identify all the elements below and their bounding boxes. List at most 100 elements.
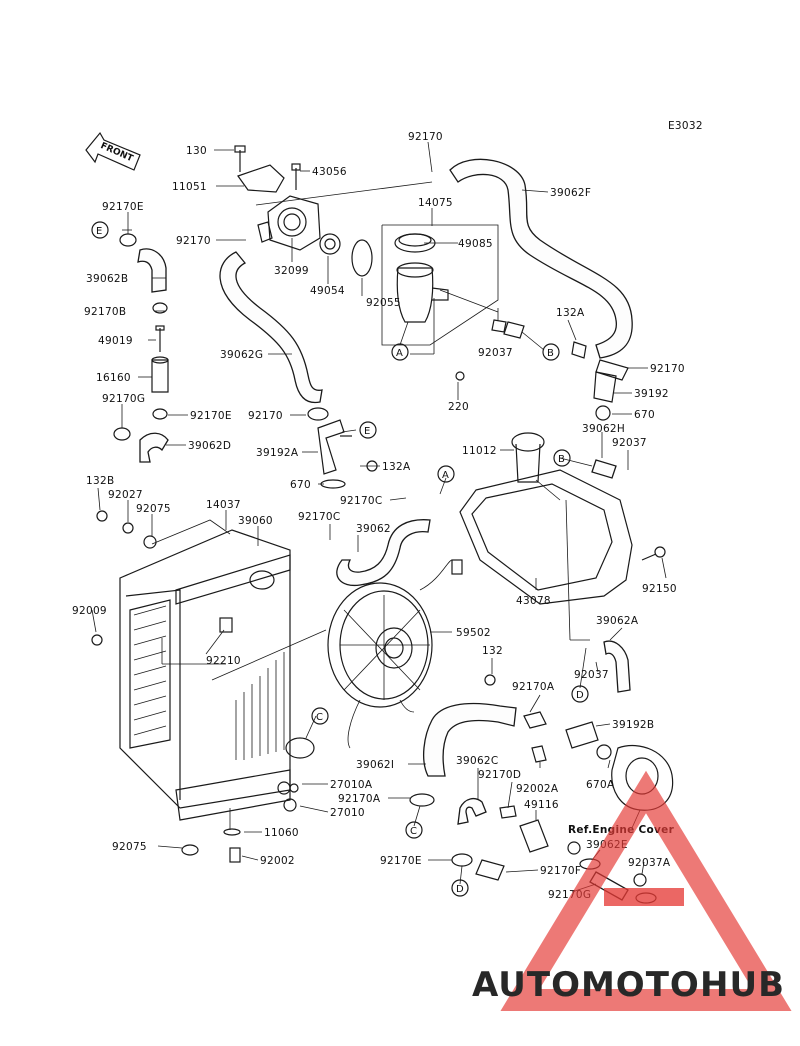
- part-label: 220: [448, 401, 469, 413]
- marker-D-2: D: [451, 879, 469, 897]
- marker-A-2: A: [437, 465, 455, 483]
- marker-C-2: C: [405, 821, 423, 839]
- marker-label: A: [442, 470, 449, 481]
- hose-39062: [336, 519, 431, 587]
- part-label: 39060: [238, 515, 273, 527]
- part-label: 39062A: [596, 615, 639, 627]
- marker-B-2: B: [553, 449, 571, 467]
- part-label: 92037: [612, 437, 647, 449]
- watermark-text-2: HUB: [700, 965, 785, 1005]
- marker-label: E: [364, 426, 370, 437]
- marker-label: B: [547, 348, 554, 359]
- part-label: 49085: [458, 238, 493, 250]
- part-label: 92170D: [478, 769, 521, 781]
- part-label: 92170A: [512, 681, 555, 693]
- marker-label: B: [558, 454, 565, 465]
- hose-39062C: [457, 797, 487, 825]
- part-label: 49054: [310, 285, 345, 297]
- part-label: 92170F: [540, 865, 581, 877]
- marker-label: C: [316, 712, 323, 723]
- part-label: 49116: [524, 799, 559, 811]
- part-label: 92170C: [298, 511, 341, 523]
- part-label: 92170: [408, 131, 443, 143]
- pipe-39192: [491, 319, 629, 421]
- watermark-logo: AUTOMOTO HUB: [472, 770, 792, 1011]
- marker-E-2: E: [359, 421, 377, 439]
- diagram-code: E3032: [668, 120, 703, 132]
- part-label: 39062G: [220, 349, 263, 361]
- part-label: 92009: [72, 605, 107, 617]
- marker-A-1: A: [391, 343, 409, 361]
- part-label: 27010: [330, 807, 365, 819]
- hose-39062F: [449, 158, 633, 359]
- part-label: 11060: [264, 827, 299, 839]
- marker-D-1: D: [571, 685, 589, 703]
- part-label: 39062H: [582, 423, 625, 435]
- part-label: 92002A: [516, 783, 559, 795]
- front-arrow-icon: FRONT: [85, 131, 141, 171]
- part-label: 92037: [478, 347, 513, 359]
- part-label: 39062I: [356, 759, 394, 771]
- part-label: 130: [186, 145, 207, 157]
- reservoir-tank-43078: [459, 432, 666, 605]
- hose-39062D: [139, 432, 169, 463]
- part-label: 27010A: [330, 779, 373, 791]
- part-label: 92027: [108, 489, 143, 501]
- warning-triangle-icon: [500, 770, 792, 1011]
- part-label: 39192B: [612, 719, 654, 731]
- part-label: 92170: [650, 363, 685, 375]
- part-label: 92210: [206, 655, 241, 667]
- marker-label: E: [96, 226, 102, 237]
- marker-label: A: [396, 348, 403, 359]
- part-label: 39062F: [550, 187, 591, 199]
- part-label: 39192A: [256, 447, 299, 459]
- part-label: 132A: [382, 461, 411, 473]
- part-label: 92170C: [340, 495, 383, 507]
- part-label: 670A: [586, 779, 615, 791]
- part-label: 43056: [312, 166, 347, 178]
- part-label: 92170E: [102, 201, 144, 213]
- part-label: 14037: [206, 499, 241, 511]
- part-labels: 130 43056 11051 92170 39062F 14075 49085…: [72, 131, 685, 901]
- hose-39062G: [219, 251, 323, 404]
- thermostat-housing-14075: [351, 224, 499, 346]
- part-label: 39062C: [456, 755, 499, 767]
- hose-39062B: [137, 248, 167, 293]
- part-label: 11051: [172, 181, 207, 193]
- part-label: 92170E: [190, 410, 232, 422]
- leader-lines: [91, 141, 667, 893]
- part-label: 92170A: [338, 793, 381, 805]
- fan-59502: [327, 559, 496, 749]
- marker-C-1: C: [311, 707, 329, 725]
- left-stack-parts: [113, 233, 169, 441]
- front-arrow-text: FRONT: [99, 141, 135, 164]
- part-label: 49019: [98, 335, 133, 347]
- hose-39062H: [591, 459, 617, 479]
- radiator-39060: [91, 510, 315, 863]
- part-label: 92170G: [102, 393, 145, 405]
- part-label: 132: [482, 645, 503, 657]
- marker-label: D: [576, 690, 584, 701]
- part-label: 670: [634, 409, 655, 421]
- part-label: 92150: [642, 583, 677, 595]
- part-label: 39062B: [86, 273, 128, 285]
- marker-label: D: [456, 884, 464, 895]
- part-label: 92037: [574, 669, 609, 681]
- watermark-text-1: AUTOMOTO: [472, 965, 700, 1005]
- part-label: 92170: [248, 410, 283, 422]
- part-label: 92075: [112, 841, 147, 853]
- part-label: 32099: [274, 265, 309, 277]
- part-label: 92170B: [84, 306, 126, 318]
- part-label: 59502: [456, 627, 491, 639]
- part-label: 92002: [260, 855, 295, 867]
- tee-pipe-39192A: [307, 371, 465, 489]
- part-label: 11012: [462, 445, 497, 457]
- marker-B-1: B: [542, 343, 560, 361]
- part-label: 39062: [356, 523, 391, 535]
- marker-E-1: E: [91, 221, 109, 239]
- part-label: 132A: [556, 307, 585, 319]
- part-label: 43078: [516, 595, 551, 607]
- part-label: 39192: [634, 388, 669, 400]
- part-label: 92170E: [380, 855, 422, 867]
